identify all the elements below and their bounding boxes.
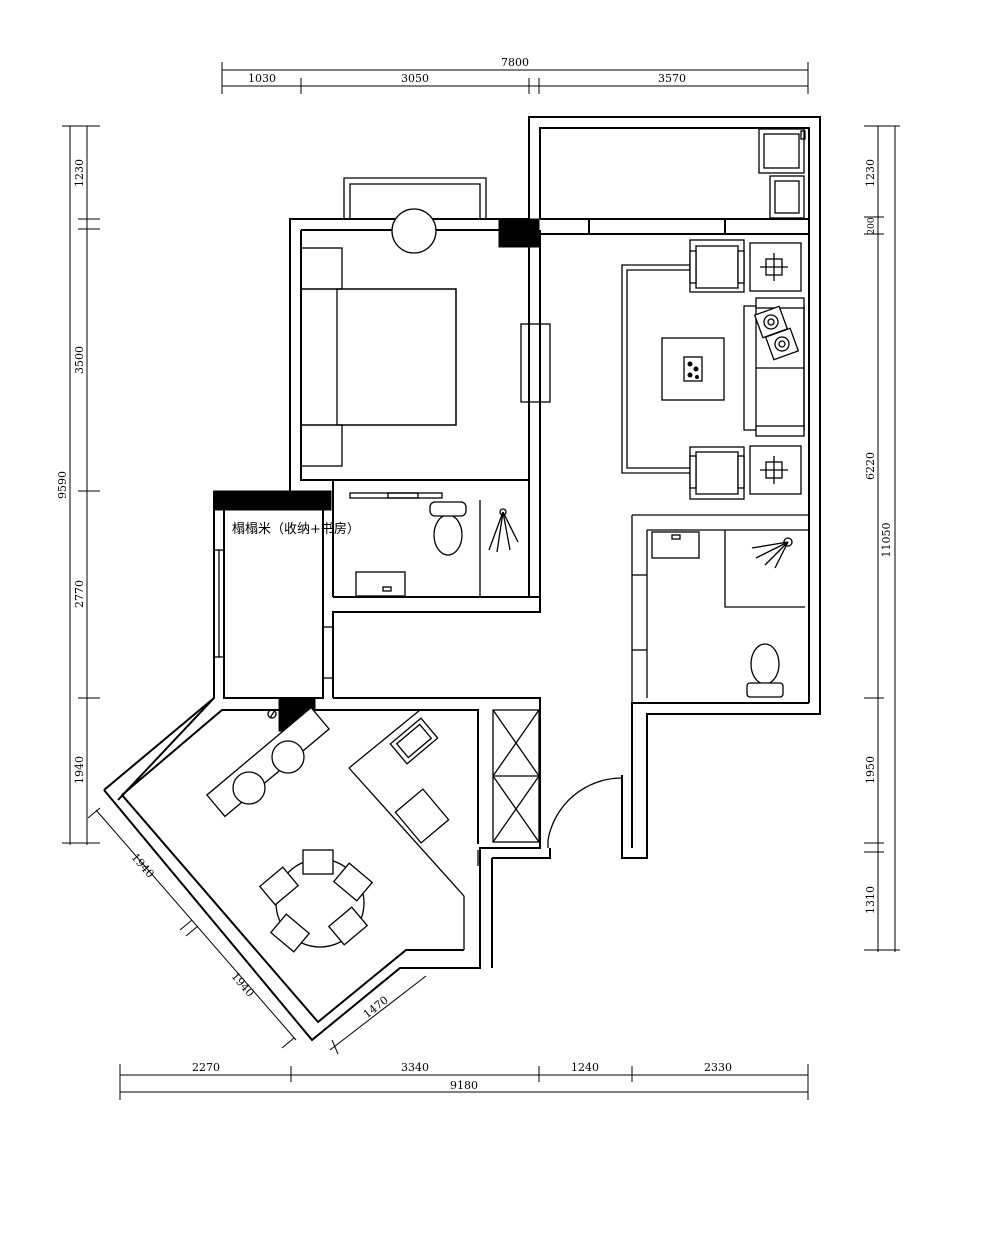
dining-chair-4	[269, 913, 311, 953]
entrance-door	[547, 777, 623, 848]
kitchen-stove-icon	[394, 788, 450, 844]
bottom-dimension-lines	[119, 1064, 809, 1100]
tatami-room-label: 榻榻米（收纳+书房）	[232, 521, 360, 537]
bathroom-2	[631, 514, 809, 703]
kitchen-sink-icon	[389, 717, 439, 765]
dining-chair-2	[258, 866, 300, 906]
tv-bench	[205, 706, 331, 818]
dim-right-seg-4: 1950	[864, 756, 877, 784]
bathroom-1	[355, 500, 519, 597]
bedroom-door-track	[349, 492, 443, 499]
coffee-table	[661, 337, 725, 401]
dim-top-seg-2: 3050	[401, 72, 429, 85]
dim-top-seg-3: 3570	[658, 72, 686, 85]
dim-bottom-seg-1: 2270	[192, 1061, 220, 1074]
dining-chair-1	[302, 849, 334, 875]
dim-left-seg-2: 3500	[73, 346, 86, 374]
dim-bottom-seg-2: 3340	[401, 1061, 429, 1074]
sink-1-icon	[355, 571, 406, 597]
side-table-top	[749, 242, 802, 292]
bedroom-ceiling-lamp-icon	[391, 208, 437, 254]
dim-bottom-seg-4: 2330	[704, 1061, 732, 1074]
dim-right-seg-5: 1310	[864, 886, 877, 914]
bedroom-balcony-bay	[343, 177, 487, 254]
armchair-top	[689, 239, 745, 293]
shower-1-icon	[488, 508, 519, 553]
dim-bottom-seg-3: 1240	[571, 1061, 599, 1074]
dim-left-seg-3: 2770	[73, 580, 86, 608]
left-dimension-lines	[62, 125, 100, 845]
column-tatami	[213, 490, 332, 511]
dining-set	[258, 849, 374, 953]
dim-top-total: 7800	[501, 56, 529, 69]
dining-chair-3	[332, 862, 374, 902]
toilet-2-icon	[750, 643, 780, 685]
entrance-cabinet	[492, 709, 540, 843]
dim-right-total: 11050	[880, 523, 893, 558]
living-rug	[621, 264, 744, 474]
shower-2-icon	[751, 537, 793, 569]
armchair-bottom	[689, 446, 745, 500]
washing-machine-icon	[758, 128, 805, 174]
dim-diag-1: 1940	[129, 851, 157, 881]
dim-top-seg-1: 1030	[248, 72, 276, 85]
sofa	[743, 297, 805, 437]
dim-left-seg-4: 1940	[73, 756, 86, 784]
double-bed	[300, 247, 457, 467]
dryer-icon	[769, 175, 805, 219]
tatami-window	[214, 549, 224, 658]
dim-right-seg-1: 1230	[864, 159, 877, 187]
top-dimension-lines	[221, 62, 809, 94]
dim-right-seg-2: 200	[867, 217, 877, 234]
dim-bottom-total: 9180	[450, 1079, 478, 1092]
dim-diag-2: 1940	[229, 970, 257, 1000]
kitchen-counter	[348, 709, 479, 950]
exterior-walls	[103, 116, 821, 1042]
right-dimension-lines	[864, 125, 900, 952]
dim-right-seg-3: 6220	[864, 452, 877, 480]
diagonal-dimension-lines	[87, 807, 427, 1055]
sink-2-icon	[651, 531, 700, 559]
column-top	[498, 218, 540, 248]
bedroom-wardrobe	[520, 323, 551, 403]
dim-left-seg-1: 1230	[73, 159, 86, 187]
dining-chair-5	[327, 906, 369, 946]
side-table-bottom	[749, 445, 802, 495]
dim-left-total: 9590	[56, 471, 69, 499]
balcony-appliances	[758, 128, 806, 219]
tatami-door	[323, 626, 333, 679]
sofa-cushions	[753, 305, 800, 361]
toilet-1-icon	[433, 514, 463, 556]
